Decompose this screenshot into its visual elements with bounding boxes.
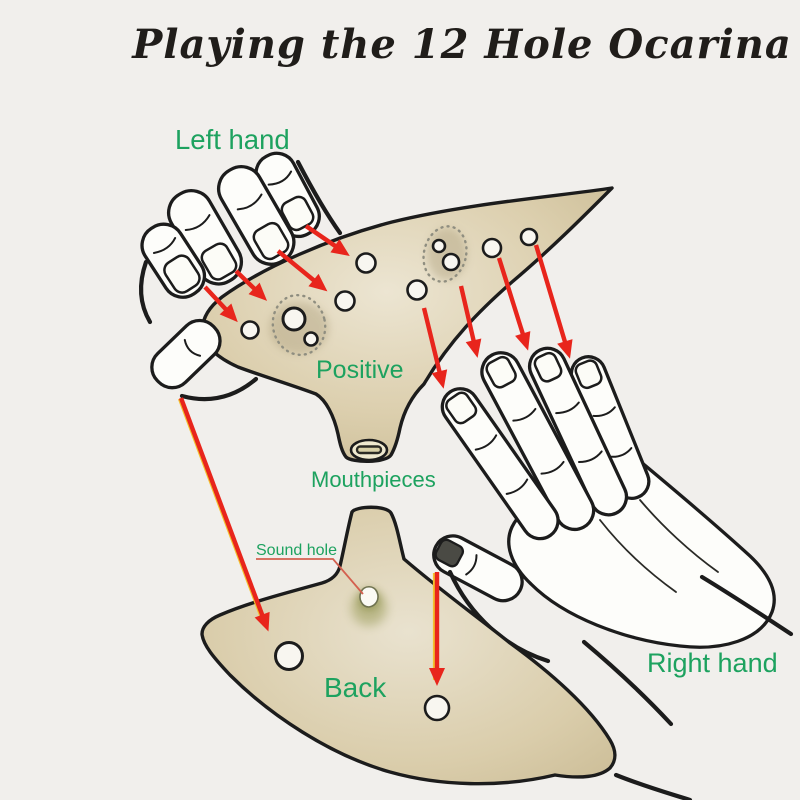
left-palm-edge-line [138,259,153,325]
forearm-line [613,772,693,800]
fingering-arrow [203,285,238,323]
arrow-highlight [177,398,266,627]
back-ocarina [200,505,617,786]
front-ocarina-body [200,186,614,463]
sound-hole-leader-line [256,558,364,595]
front-finger-holes [240,227,539,347]
wrist-line-lower [581,639,674,727]
finger-hole [431,238,447,254]
finger-hole [303,331,319,347]
right-hand-illustration [432,346,794,800]
finger-hole [355,252,377,274]
right-thumb-nail [434,538,465,568]
fingering-arrow [276,249,328,292]
finger-hole [240,320,260,340]
front-mouthpiece [349,438,389,462]
fingering-arrow [421,307,448,389]
left-finger-1 [140,222,207,299]
fingering-arrow [496,257,531,351]
finger-hole [519,227,539,247]
fingering-arrow [533,244,573,359]
left-thumb [150,318,222,390]
back-finger-holes [274,641,451,722]
finger-hole [423,694,451,722]
right-finger-index [440,387,560,541]
front-ocarina [200,186,614,463]
left-palm-sweep-line [179,376,259,402]
wrist-line-upper [699,574,794,637]
dotted-ring-right [422,225,468,283]
right-finger-middle [480,351,596,532]
finger-hole [274,641,304,671]
thumb-to-back-hole-arrow [178,397,270,632]
finger-hole [481,237,503,259]
left-finger-2 [166,189,244,286]
mouthpiece-slot [355,445,383,455]
positive-label: Positive [316,356,404,384]
left-hand-illustration [138,151,343,402]
fingering-arrow [458,285,482,358]
left-hand-edge-line [295,159,343,236]
back-label: Back [324,672,387,703]
fingering-arrows [177,224,573,686]
finger-hole [281,306,307,332]
finger-hole [334,290,356,312]
fingering-arrow [234,269,268,301]
right-finger-ring [527,346,629,517]
finger-hole [406,279,428,301]
back-ocarina-body [200,505,617,786]
sound-hole-label: Sound hole [256,542,337,559]
right-hand-label: Right hand [647,648,778,678]
dotted-ring-left [271,293,327,357]
hand-tendon-line [639,499,719,573]
right-thumb [432,534,524,603]
hand-tendon-line [599,519,677,593]
finger-hole [441,252,461,272]
diagram-title: Playing the 12 Hole Ocarina [131,21,792,68]
left-hand-label: Left hand [175,124,290,155]
mouthpieces-label: Mouthpieces [311,467,436,492]
sound-hole [359,585,379,608]
fingering-arrow [304,224,350,256]
